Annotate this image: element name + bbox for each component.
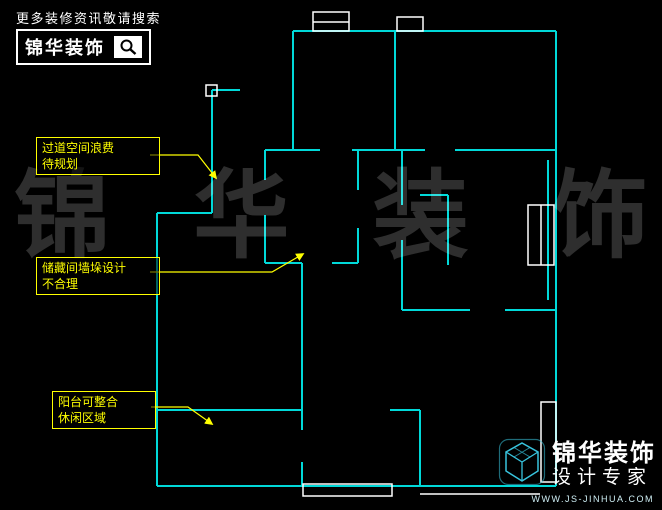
callout-balcony: 阳台可整合 休闲区域 (52, 391, 156, 429)
cube-logo-icon (498, 438, 546, 491)
callout-corridor: 过道空间浪费 待规划 (36, 137, 160, 175)
callout-corridor-line2: 待规划 (42, 157, 79, 171)
footer-brand-text: 锦华装饰 (552, 437, 656, 467)
search-icon (114, 36, 142, 58)
callout-balcony-line1: 阳台可整合 (58, 395, 119, 409)
footer-url: WWW.JS-JINHUA.COM (531, 494, 654, 504)
callout-storage-line1: 储藏间墙垛设计 (42, 261, 127, 275)
brand-logo-text: 锦华装饰 (25, 38, 105, 59)
plan-windows (205, 11, 557, 497)
callout-corridor-line1: 过道空间浪费 (42, 141, 115, 155)
annotation-leaders (150, 154, 305, 425)
callout-balcony-line2: 休闲区域 (58, 411, 107, 425)
callout-storage: 储藏间墙垛设计 不合理 (36, 257, 160, 295)
search-tagline: 更多装修资讯敬请搜索 (16, 11, 162, 26)
footer-subtitle: 设计专家 (552, 466, 653, 489)
brand-logo-box: 锦华装饰 (16, 29, 151, 65)
callout-storage-line2: 不合理 (42, 277, 79, 291)
footer-brand-block: 锦华装饰 设计专家 WWW.JS-JINHUA.COM (486, 438, 656, 504)
plan-walls (156, 30, 557, 487)
